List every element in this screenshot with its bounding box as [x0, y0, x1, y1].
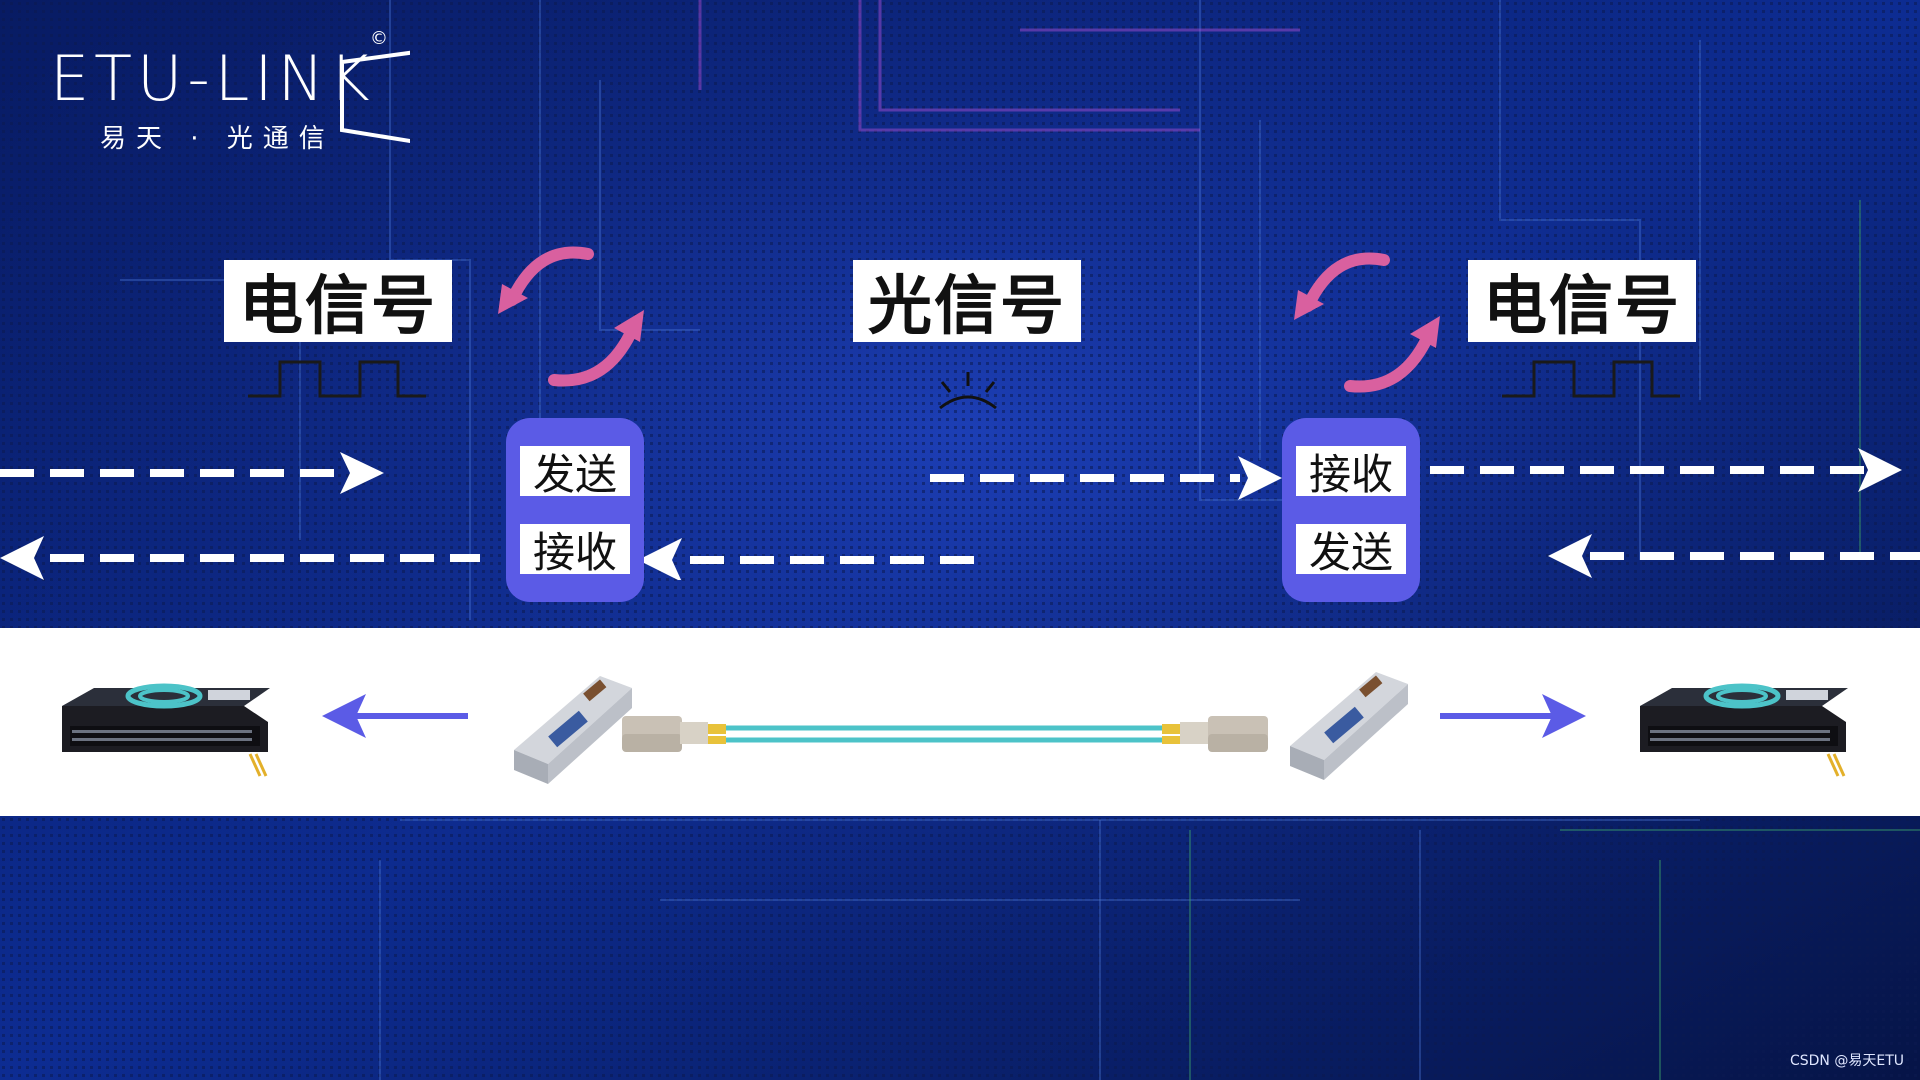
light-glow-icon [939, 372, 997, 410]
arrow-right-icon [1238, 456, 1282, 500]
logo-mark-icon [340, 50, 410, 144]
optical-signal-label: 光信号 [853, 260, 1081, 344]
left-transceiver-module: 发送 接收 [506, 418, 644, 602]
right-transceiver-module: 接收 发送 [1282, 418, 1420, 602]
signal-flow-arrows [0, 448, 1920, 580]
network-switch-icon [62, 683, 270, 777]
arrow-head-icon [614, 310, 644, 342]
conversion-cycle-arrows [498, 246, 644, 387]
arrow-head-icon [1294, 290, 1324, 320]
arrow-head-icon [1410, 316, 1440, 348]
arrow-left-icon [638, 538, 682, 580]
square-wave-icon [1502, 360, 1680, 398]
network-switch-icon [1640, 683, 1848, 777]
left-module-send-label: 发送 [520, 446, 630, 499]
logo-subtitle: 易天 · 光通信 [100, 124, 335, 154]
fiber-patch-cable-icon [622, 716, 1268, 752]
sfp-transceiver-icon [1290, 672, 1408, 780]
right-module-receive-label: 接收 [1296, 446, 1406, 499]
watermark-text: CSDN @易天ETU [1789, 1053, 1904, 1069]
left-electric-signal-label: 电信号 [224, 260, 452, 344]
logo-brand-text: ETU-LINK [50, 42, 375, 115]
copyright-mark: © [370, 28, 388, 49]
right-electric-signal-label: 电信号 [1468, 260, 1696, 344]
square-wave-icon [248, 360, 426, 398]
arrow-right-icon [1858, 448, 1902, 492]
sfp-transceiver-icon [514, 676, 632, 784]
arrow-left-icon [1548, 534, 1592, 578]
arrow-left-icon [322, 694, 468, 738]
right-module-send-label: 发送 [1296, 524, 1406, 577]
arrow-left-icon [0, 536, 44, 580]
brand-logo: ETU-LINK © 易天 · 光通信 [50, 28, 410, 154]
arrow-head-icon [498, 284, 528, 314]
left-module-receive-label: 接收 [520, 524, 630, 577]
arrow-right-icon [1440, 694, 1586, 738]
conversion-cycle-arrows [1294, 252, 1440, 393]
hardware-band [0, 628, 1920, 816]
arrow-right-icon [340, 452, 384, 494]
